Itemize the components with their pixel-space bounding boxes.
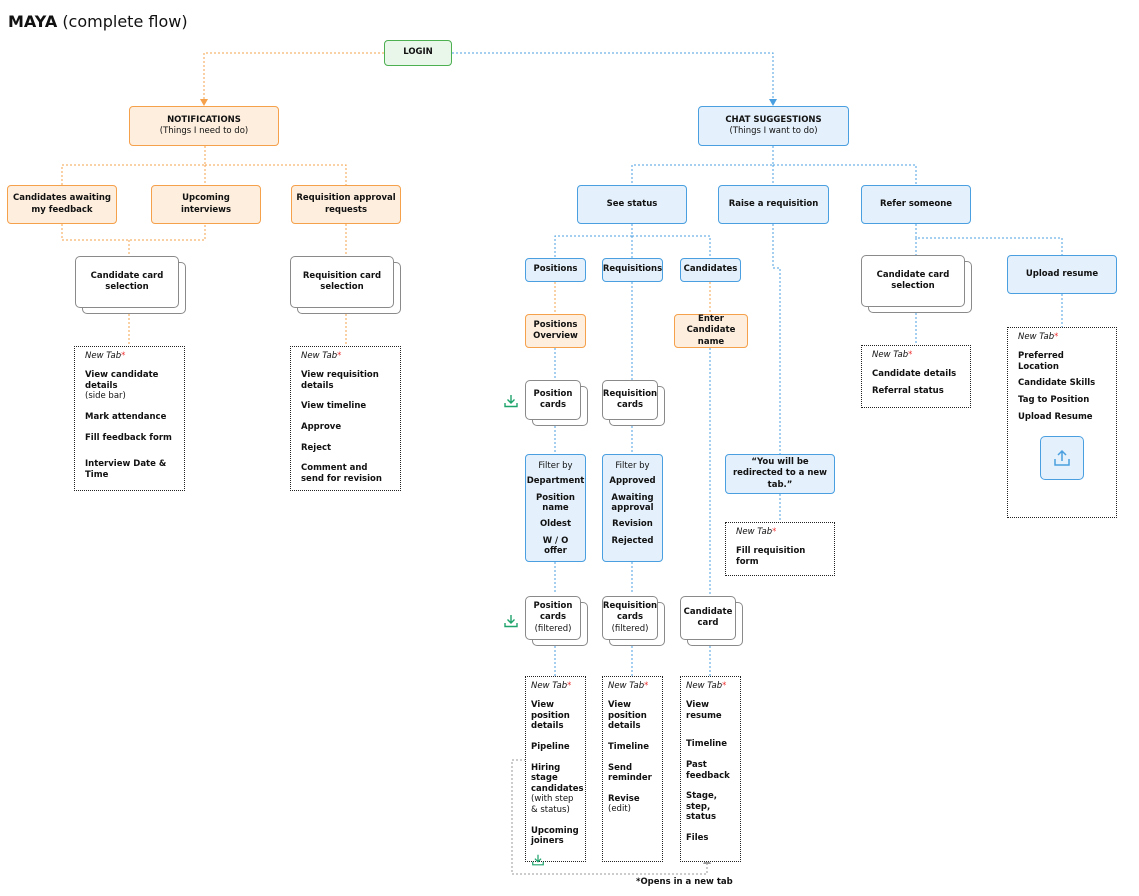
list-item: View timeline [301, 401, 367, 412]
requisition-cards-filtered-node: Requisition cards(filtered) [602, 596, 658, 640]
list-item: Approve [301, 421, 342, 432]
list-item: View resume [686, 700, 722, 721]
positions-overview-node: Positions Overview [525, 314, 586, 348]
positions-new-tab-panel: New Tab View position details Pipeline H… [525, 676, 586, 866]
referral-new-tab-panel: New Tab Candidate details Referral statu… [861, 345, 971, 408]
upload-new-tab-panel: New Tab Preferred Location Candidate Ski… [1007, 327, 1117, 518]
list-item: Send reminder [608, 762, 652, 784]
list-item: Hiring stage candidates(with step & stat… [531, 762, 584, 816]
candidate-card-node: Candidate card [680, 596, 736, 640]
list-item: Mark attendance [85, 411, 167, 422]
list-item: Fill feedback form [85, 432, 172, 443]
list-item: Referral status [872, 385, 944, 396]
raise-requisition-node: Raise a requisition [718, 185, 829, 224]
upload-resume-node: Upload resume [1007, 255, 1117, 294]
chat-suggestions-node: CHAT SUGGESTIONS(Things I want to do) [698, 106, 849, 146]
upcoming-interviews-node: Upcoming interviews [151, 185, 261, 224]
login-node: LOGIN [384, 40, 452, 66]
list-item: Interview Date & Time [85, 459, 167, 480]
requisition-filter-node: Filter by Approved Awaiting approval Rev… [602, 454, 663, 562]
list-item: Comment and send for revision [301, 463, 382, 484]
see-status-node: See status [577, 185, 687, 224]
list-item: Preferred Location [1018, 351, 1064, 372]
list-item: Files [686, 833, 709, 843]
list-item: Timeline [608, 741, 649, 752]
list-item: Past feedback [686, 759, 730, 781]
candidate-card-selection-node: Candidate card selection [75, 256, 179, 308]
list-item: View requisition details [301, 370, 379, 391]
list-item: Candidate details [872, 369, 957, 379]
enter-candidate-name-node: Enter Candidate name [674, 314, 748, 348]
list-item: Stage, step, status [686, 791, 717, 823]
candidates-new-tab-panel: New Tab View resume Timeline Past feedba… [680, 676, 741, 862]
list-item: View position details [531, 700, 570, 732]
upload-button[interactable] [1040, 436, 1084, 481]
position-filter-node: Filter by Department Position name Oldes… [525, 454, 586, 562]
position-cards-filtered-node: Position cards(filtered) [525, 596, 581, 640]
list-item: Upcoming joiners [531, 825, 579, 847]
requisitions-new-tab-panel: New Tab View position details Timeline S… [602, 676, 663, 862]
list-item: View position details [608, 700, 647, 732]
requisition-new-tab-panel: New Tab View requisition details View ti… [290, 346, 401, 491]
raise-new-tab-panel: New Tab Fill requisition form [725, 522, 835, 576]
list-item: Pipeline [531, 741, 570, 752]
list-item: Candidate Skills [1018, 378, 1096, 389]
requisition-card-selection-node: Requisition card selection [290, 256, 394, 308]
footnote: *Opens in a new tab [636, 877, 733, 887]
list-item: Upload Resume [1018, 411, 1093, 422]
notifications-node: NOTIFICATIONS(Things I need to do) [129, 106, 279, 146]
upload-icon [1054, 450, 1070, 466]
download-icon[interactable] [503, 393, 519, 409]
redirect-node: “You will be redirected to a new tab.” [725, 454, 835, 494]
list-item: Fill requisition form [736, 546, 806, 567]
positions-node: Positions [525, 258, 586, 282]
download-icon[interactable] [531, 853, 545, 867]
download-icon[interactable] [503, 613, 519, 629]
candidate-new-tab-panel: New Tab View candidate details(side bar)… [74, 346, 185, 491]
list-item: Reject [301, 442, 332, 453]
list-item: Revise(edit) [608, 793, 640, 815]
candidates-node: Candidates [680, 258, 741, 282]
referral-candidate-card-node: Candidate card selection [861, 255, 965, 307]
candidates-awaiting-node: Candidates awaiting my feedback [7, 185, 117, 224]
requisition-cards-node: Requisition cards [602, 380, 658, 420]
refer-someone-node: Refer someone [861, 185, 971, 224]
list-item: Tag to Position [1018, 394, 1090, 405]
requisitions-node: Requisitions [602, 258, 663, 282]
list-item: Timeline [686, 739, 727, 750]
requisition-approval-node: Requisition approval requests [291, 185, 401, 224]
page-title: MAYA (complete flow) [8, 12, 188, 31]
position-cards-node: Position cards [525, 380, 581, 420]
list-item: View candidate details(side bar) [85, 370, 159, 402]
